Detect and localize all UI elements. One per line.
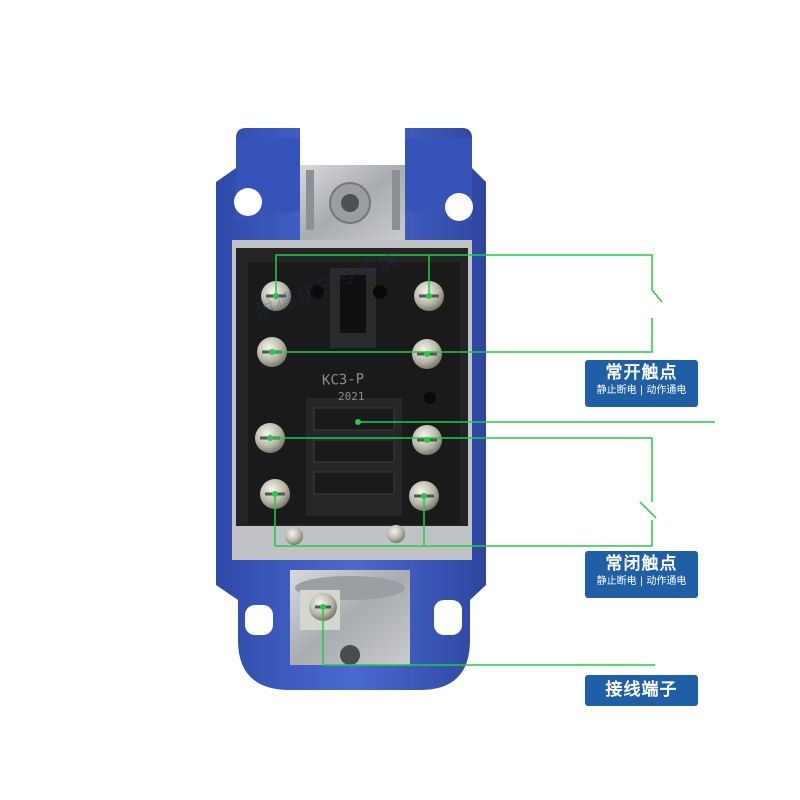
top-metal-boss [300,165,405,240]
normally-closed-subtitle: 静止断电 | 动作通电 [596,576,687,587]
mount-hole-top-left [234,188,262,216]
normally-open-contact-label: 常开触点 静止断电 | 动作通电 [585,360,698,407]
mount-hole-top-right [445,193,473,221]
normally-closed-contact-label: 常闭触点 静止断电 | 动作通电 [585,551,698,598]
terminal-label: 接线端子 [585,675,698,706]
normally-open-subtitle: 静止断电 | 动作通电 [596,385,687,396]
part-model-stamp: KC3-P [321,371,365,389]
normally-closed-title: 常闭触点 [605,554,678,574]
part-year-stamp: 2021 [338,390,365,403]
mount-hole-bottom-right [434,600,462,635]
leader-lines [270,254,715,666]
ground-terminal-area [290,570,410,665]
terminal-title: 接线端子 [605,680,678,700]
mount-hole-bottom-left [245,605,273,635]
normally-open-title: 常开触点 [605,363,678,383]
